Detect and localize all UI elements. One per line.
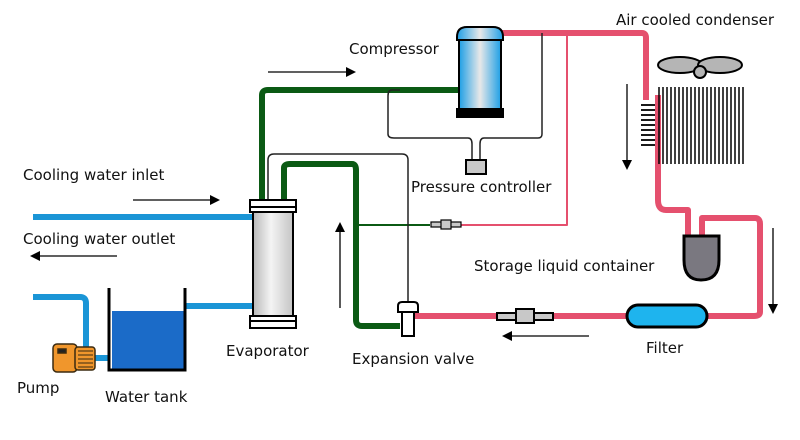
label-cooling-water-outlet: Cooling water outlet: [23, 230, 176, 248]
label-filter: Filter: [646, 339, 684, 357]
condenser-outlet-line: [655, 95, 691, 240]
expansion-valve: [397, 301, 419, 337]
water-lines: [33, 214, 252, 361]
filter: [625, 303, 709, 329]
label-evaporator: Evaporator: [226, 342, 309, 360]
label-storage-liquid-container: Storage liquid container: [474, 257, 655, 275]
hot-gas-branch: [460, 33, 568, 226]
water-tank: [107, 288, 187, 372]
label-air-cooled-condenser: Air cooled condenser: [616, 11, 775, 29]
suction-line: [259, 87, 458, 200]
pump-suction-pipe: [33, 294, 89, 350]
label-pressure-controller: Pressure controller: [411, 178, 552, 196]
discharge-line: [500, 30, 649, 100]
evaporator: [249, 199, 297, 329]
label-compressor: Compressor: [349, 40, 439, 58]
condenser-fan: [657, 56, 743, 79]
hot-refrigerant-lines: [410, 30, 763, 319]
pump: [52, 343, 96, 373]
flow-arrows: [30, 67, 778, 341]
label-water-tank: Water tank: [105, 388, 188, 406]
label-cooling-water-inlet: Cooling water inlet: [23, 166, 165, 184]
compressor: [456, 26, 504, 118]
label-expansion-valve: Expansion valve: [352, 350, 475, 368]
sight-glass-liquid-line: [496, 308, 554, 324]
label-pump: Pump: [17, 379, 60, 397]
sight-glass-small: [430, 219, 462, 230]
cold-refrigerant-lines: [259, 87, 458, 329]
pressure-controller: [465, 159, 487, 175]
storage-liquid-container: [682, 234, 721, 282]
air-cooled-condenser: [641, 56, 744, 164]
pressure-controller-lines: [267, 33, 543, 304]
expansion-valve-sensing-line: [267, 153, 409, 304]
evaporator-inlet-line: [281, 161, 400, 329]
receiver-to-filter-line: [699, 215, 763, 319]
